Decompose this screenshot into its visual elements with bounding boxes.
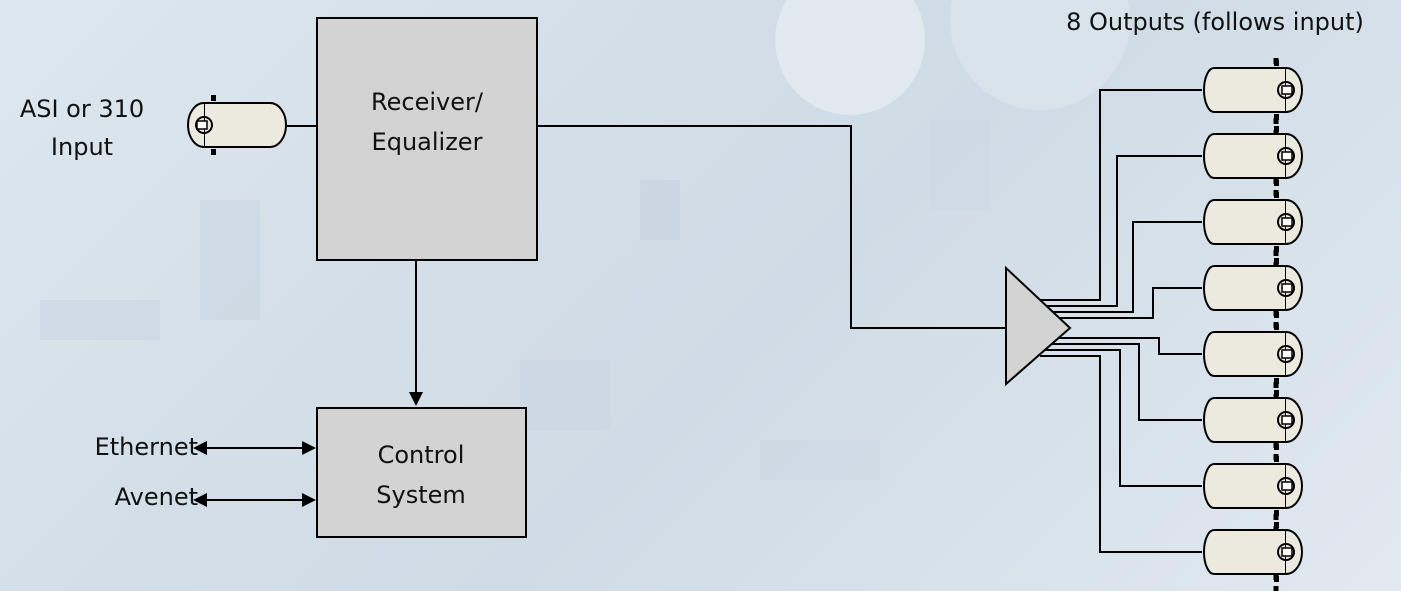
output-bnc-connector-7 [1203, 455, 1303, 517]
input-label-line2: Input [51, 133, 113, 161]
receiver-to-amplifier-wire [537, 125, 1006, 329]
fanout-wire-8 [1040, 355, 1202, 553]
input-label-line1: ASI or 310 [20, 95, 144, 123]
receiver-equalizer-block [316, 17, 538, 261]
fanout-wire-6 [1040, 343, 1202, 421]
fanout-wire-3 [1040, 221, 1202, 313]
control-label-line1: Control [378, 441, 465, 469]
control-label-line2: System [376, 481, 466, 509]
input-bnc-connector [187, 95, 287, 155]
fanout-wire-1 [1040, 89, 1202, 301]
receiver-label-line2: Equalizer [372, 128, 483, 156]
output-bnc-connector-3 [1203, 191, 1303, 253]
fanout-wire-5 [1040, 337, 1202, 355]
output-connectors [1203, 58, 1303, 591]
output-bnc-connector-4 [1203, 257, 1303, 319]
control-system-block [316, 407, 527, 538]
output-bnc-connector-2 [1203, 125, 1303, 187]
ethernet-label: Ethernet [95, 433, 198, 461]
output-bnc-connector-8 [1203, 521, 1303, 583]
fanout-wire-7 [1040, 349, 1202, 487]
output-bnc-connector-1 [1203, 59, 1303, 121]
output-bnc-connector-6 [1203, 389, 1303, 451]
distribution-amplifier [1005, 265, 1072, 387]
fanout-wire-4 [1040, 287, 1202, 319]
outputs-title: 8 Outputs (follows input) [1066, 8, 1364, 36]
fanout-wires [1040, 89, 1202, 553]
receiver-label-line1: Receiver/ [371, 88, 484, 116]
avenet-label: Avenet [115, 483, 198, 511]
fanout-wire-2 [1040, 155, 1202, 307]
output-bnc-connector-5 [1203, 323, 1303, 385]
